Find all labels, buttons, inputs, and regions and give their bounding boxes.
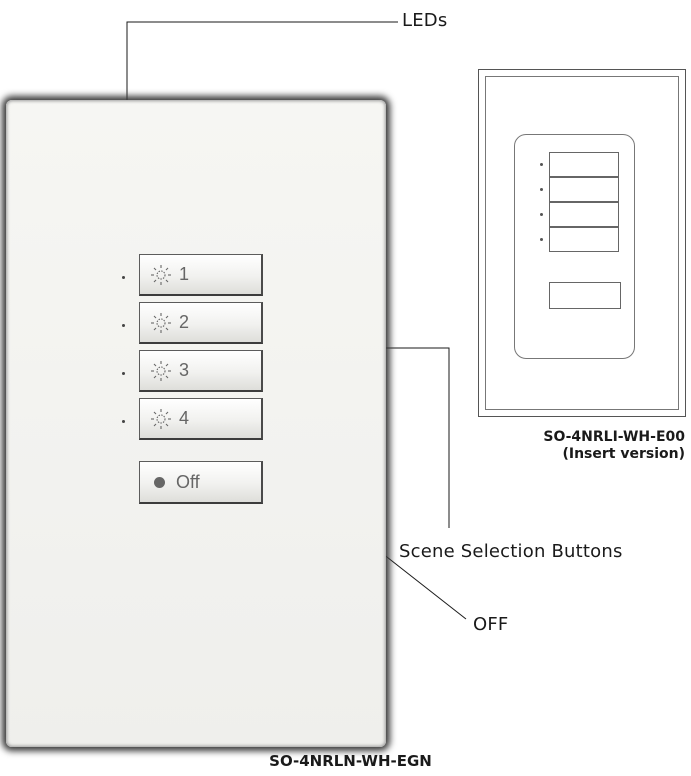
dot-icon	[154, 476, 165, 488]
insert-led-3	[540, 213, 543, 216]
scene-button-label: 2	[179, 312, 190, 332]
insert-scene-button-1[interactable]	[549, 152, 619, 177]
scene-selection-callout: Scene Selection Buttons	[399, 541, 623, 562]
scene-button-label: 4	[179, 408, 190, 428]
scene-button-1[interactable]: 1	[139, 254, 263, 296]
off-button-label: Off	[176, 471, 200, 492]
sun-icon	[151, 360, 171, 381]
off-callout: OFF	[473, 614, 509, 635]
scene-button-4[interactable]: 4	[139, 398, 263, 440]
insert-off-button[interactable]	[549, 282, 621, 309]
insert-model-number: SO-4NRLI-WH-E00	[543, 429, 685, 445]
led-indicator-2	[122, 324, 125, 327]
insert-model-variant: (Insert version)	[562, 446, 685, 462]
insert-model-label: SO-4NRLI-WH-E00 (Insert version)	[543, 429, 685, 463]
main-model-label: SO-4NRLN-WH-EGN	[269, 752, 432, 770]
insert-keypad-bezel	[485, 76, 679, 410]
insert-scene-button-3[interactable]	[549, 202, 619, 227]
leds-callout: LEDs	[402, 10, 448, 31]
insert-led-2	[540, 188, 543, 191]
insert-scene-button-4[interactable]	[549, 227, 619, 252]
sun-icon	[151, 408, 171, 429]
scene-button-label: 1	[179, 264, 190, 284]
insert-scene-button-2[interactable]	[549, 177, 619, 202]
scene-button-2[interactable]: 2	[139, 302, 263, 344]
led-indicator-4	[122, 420, 125, 423]
sun-icon	[151, 264, 171, 285]
insert-led-1	[540, 163, 543, 166]
off-button[interactable]: Off	[139, 461, 263, 504]
insert-led-4	[540, 238, 543, 241]
scene-button-3[interactable]: 3	[139, 350, 263, 392]
led-indicator-1	[122, 276, 125, 279]
insert-keypad-insert	[514, 134, 635, 359]
led-indicator-3	[122, 372, 125, 375]
sun-icon	[151, 312, 171, 333]
scene-button-label: 3	[179, 360, 190, 380]
